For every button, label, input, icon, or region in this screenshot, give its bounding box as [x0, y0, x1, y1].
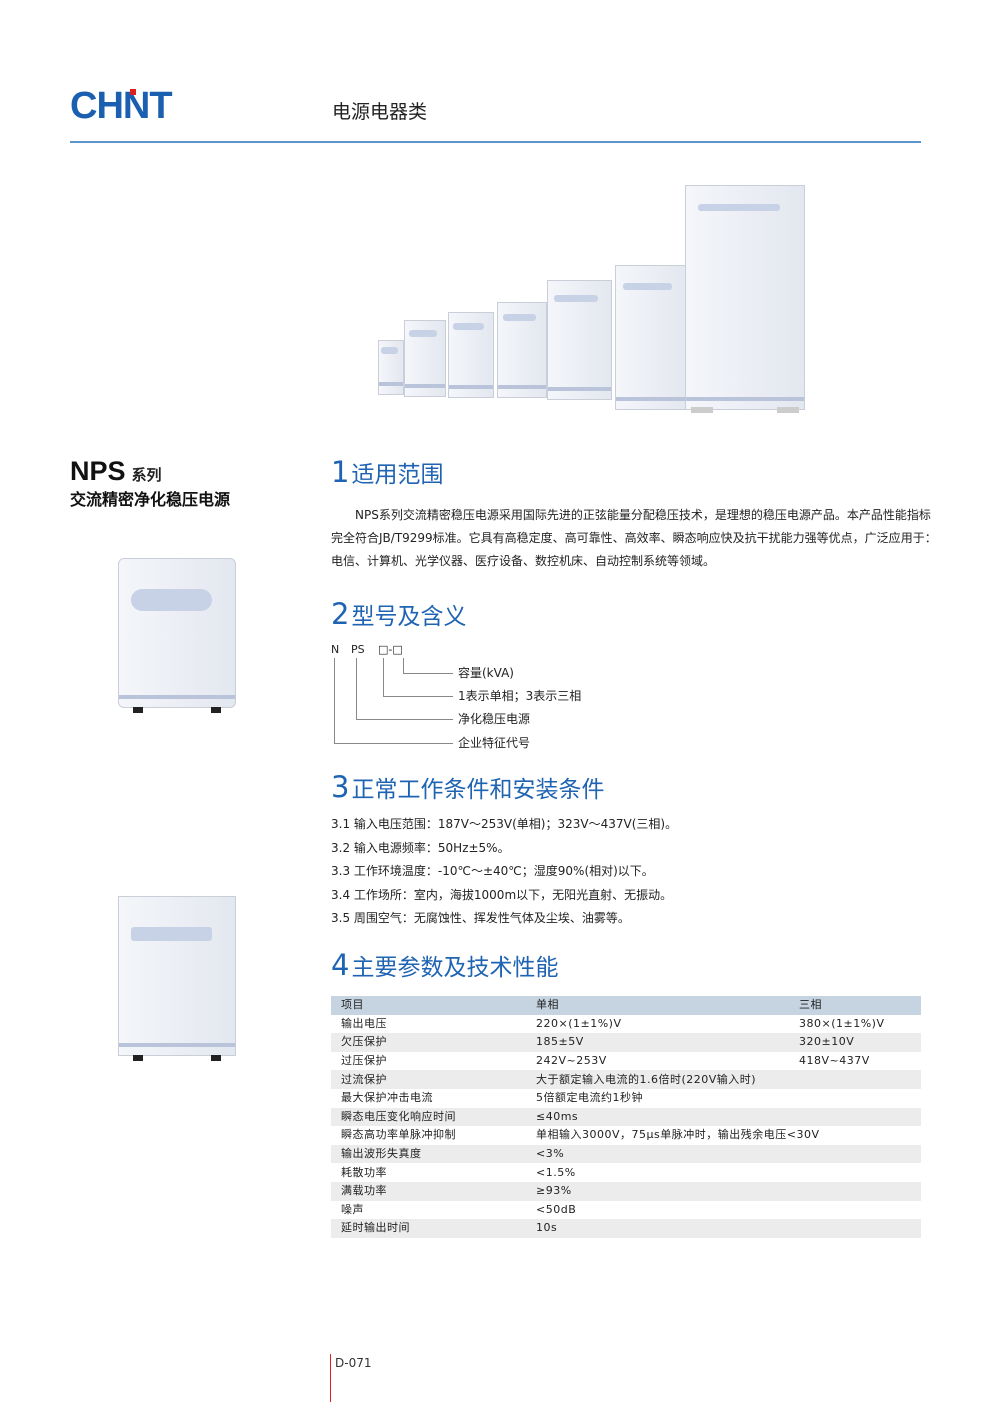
table-row: 瞬态高功率单脉冲抑制 单相输入3000V，75μs单脉冲时，输出残余电压<30V [331, 1126, 921, 1145]
category-title: 电源电器类 [332, 101, 428, 123]
row-three-phase: 320±10V [799, 1033, 921, 1052]
header-three-phase: 三相 [799, 996, 921, 1015]
row-item: 耗散功率 [341, 1165, 387, 1179]
header-divider [70, 141, 921, 143]
condition-item: 3.4 工作场所：室内，海拔1000m以下，无阳光直射、无振动。 [331, 887, 673, 902]
row-single-phase: 242V~253V [536, 1054, 607, 1068]
row-single-phase: 220×(1±1%)V [536, 1016, 622, 1030]
table-row: 耗散功率 <1.5% [331, 1163, 921, 1182]
header-single-phase: 单相 [536, 996, 799, 1015]
section-1-text: NPS系列交流精密稳压电源采用国际先进的正弦能量分配稳压技术，是理想的稳压电源产… [331, 508, 937, 568]
condition-item: 3.2 输入电源频率：50Hz±5%。 [331, 840, 510, 855]
product-series-title: NPS 系列 [70, 456, 162, 490]
meaning-capacity: 容量(kVA) [458, 666, 514, 680]
condition-item: 3.5 周围空气：无腐蚀性、挥发性气体及尘埃、油雾等。 [331, 911, 630, 925]
model-code-ps: PS [351, 643, 365, 656]
table-row: 最大保护冲击电流 5倍额定电流约1秒钟 [331, 1089, 921, 1108]
row-single-phase: 185±5V [536, 1033, 799, 1052]
single-phase-unit-image [118, 558, 236, 713]
row-three-phase: 380×(1±1%)V [799, 1016, 885, 1030]
table-row: 满载功率≥93% [331, 1181, 921, 1201]
row-item: 延时输出时间 [331, 1219, 536, 1238]
model-code-boxes: □-□ [378, 643, 403, 656]
row-item: 欠压保护 [331, 1033, 536, 1052]
row-single-phase: <50dB [536, 1202, 577, 1216]
row-item: 过流保护 [331, 1070, 536, 1089]
header-item: 项目 [331, 996, 536, 1015]
row-item: 输出电压 [341, 1016, 387, 1030]
section-3-heading: 3正常工作条件和安装条件 [331, 770, 605, 804]
series-code: NPS [70, 456, 126, 486]
table-row: 输出波形失真度<3% [331, 1144, 921, 1164]
row-single-phase: ≤40ms [536, 1107, 921, 1127]
row-single-phase: <1.5% [536, 1165, 576, 1179]
conditions-list: 3.1 输入电压范围：187V～253V(单相)；323V～437V(三相)。 3… [331, 813, 677, 931]
chnt-logo: CHNT [70, 85, 173, 127]
row-single-phase: 单相输入3000V，75μs单脉冲时，输出残余电压<30V [536, 1128, 820, 1142]
table-row: 过压保护 242V~253V 418V~437V [331, 1052, 921, 1071]
page-number-marker [330, 1354, 331, 1402]
section-1-heading: 1适用范围 [331, 455, 444, 489]
three-phase-unit-image [118, 896, 236, 1061]
row-three-phase: 418V~437V [799, 1054, 870, 1068]
row-item: 最大保护冲击电流 [341, 1091, 433, 1105]
meaning-company: 企业特征代号 [458, 736, 531, 750]
section-4-heading: 4主要参数及技术性能 [331, 948, 559, 982]
page-number: D-071 [335, 1356, 372, 1370]
table-row: 输出电压 220×(1±1%)V 380×(1±1%)V [331, 1015, 921, 1034]
row-single-phase: ≥93% [536, 1181, 921, 1201]
row-single-phase: <3% [536, 1144, 921, 1164]
row-item: 满载功率 [331, 1181, 536, 1201]
model-code-n: N [331, 643, 340, 656]
row-item: 瞬态电压变化响应时间 [331, 1107, 536, 1127]
table-row: 瞬态电压变化响应时间≤40ms [331, 1107, 921, 1127]
meaning-phase: 1表示单相；3表示三相 [458, 689, 582, 703]
row-item: 输出波形失真度 [331, 1144, 536, 1164]
row-item: 噪声 [341, 1202, 364, 1216]
product-lineup-image [370, 180, 810, 420]
table-row: 过流保护大于额定输入电流的1.6倍时(220V输入时) [331, 1070, 921, 1089]
meaning-product: 净化稳压电源 [458, 712, 531, 726]
condition-item: 3.3 工作环境温度：-10℃～±40℃；湿度90%(相对)以下。 [331, 864, 654, 878]
row-item: 瞬态高功率单脉冲抑制 [341, 1128, 456, 1142]
condition-item: 3.1 输入电压范围：187V～253V(单相)；323V～437V(三相)。 [331, 817, 678, 831]
row-item: 过压保护 [341, 1054, 387, 1068]
table-header-row: 项目单相三相 [331, 996, 921, 1015]
series-label: 系列 [131, 466, 162, 484]
section-2-heading: 2型号及含义 [331, 597, 467, 631]
product-name: 交流精密净化稳压电源 [70, 490, 231, 509]
row-single-phase: 10s [536, 1219, 921, 1238]
row-single-phase: 大于额定输入电流的1.6倍时(220V输入时) [536, 1070, 921, 1089]
row-single-phase: 5倍额定电流约1秒钟 [536, 1091, 643, 1105]
table-row: 噪声 <50dB [331, 1201, 921, 1220]
